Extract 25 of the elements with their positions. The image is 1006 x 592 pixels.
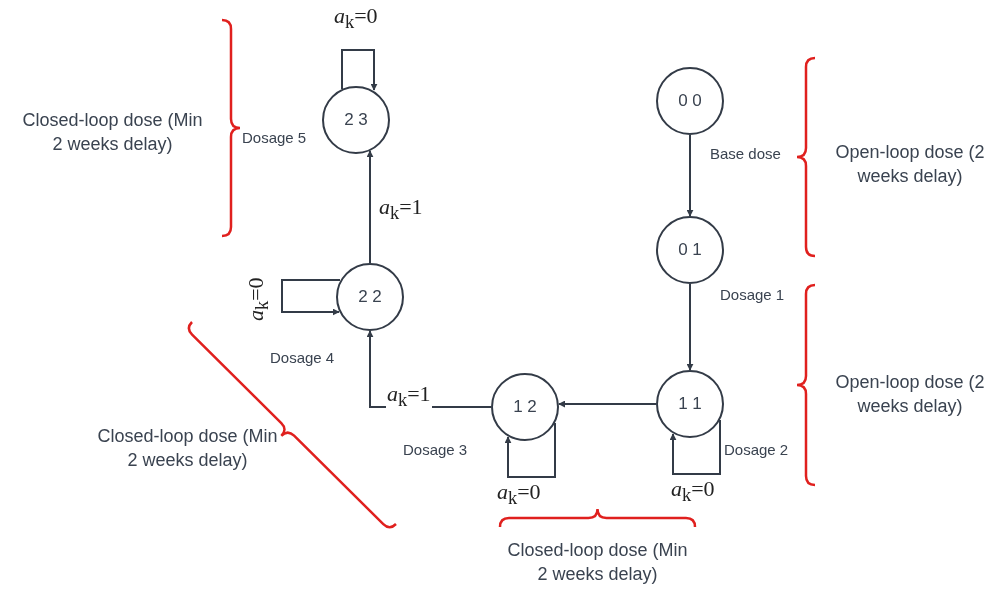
dose-note: Open-loop dose (2 weeks delay) — [835, 371, 985, 418]
dosage-label: Dosage 1 — [720, 286, 785, 303]
dose-note: Closed-loop dose (Min 2 weeks delay) — [506, 539, 689, 586]
state-circle: 0 1 — [656, 216, 724, 284]
self-loop-arrow — [504, 422, 556, 478]
state-circle: 2 3 — [322, 86, 390, 154]
arrow — [686, 283, 694, 371]
dose-note: Closed-loop dose (Min 2 weeks delay) — [21, 109, 204, 156]
arrow — [686, 134, 694, 217]
self-loop-arrow — [669, 419, 721, 475]
dose-note: Closed-loop dose (Min 2 weeks delay) — [96, 425, 279, 472]
self-loop-arrow — [281, 279, 341, 316]
dosage-label: Dosage 5 — [242, 129, 307, 146]
self-loop-arrow — [341, 49, 378, 91]
state-circle: 1 1 — [656, 370, 724, 438]
arrow — [557, 400, 657, 408]
dosage-label: Dosage 4 — [270, 349, 335, 366]
dosage-label: Dosage 2 — [724, 441, 789, 458]
state-circle: 2 2 — [336, 263, 404, 331]
dosage-label: Dosage 3 — [403, 441, 468, 458]
arrow — [366, 150, 374, 264]
dosage-label: Base dose — [710, 145, 781, 162]
state-circle: 0 0 — [656, 67, 724, 135]
dose-note: Open-loop dose (2 weeks delay) — [835, 141, 985, 188]
state-circle: 1 2 — [491, 373, 559, 441]
